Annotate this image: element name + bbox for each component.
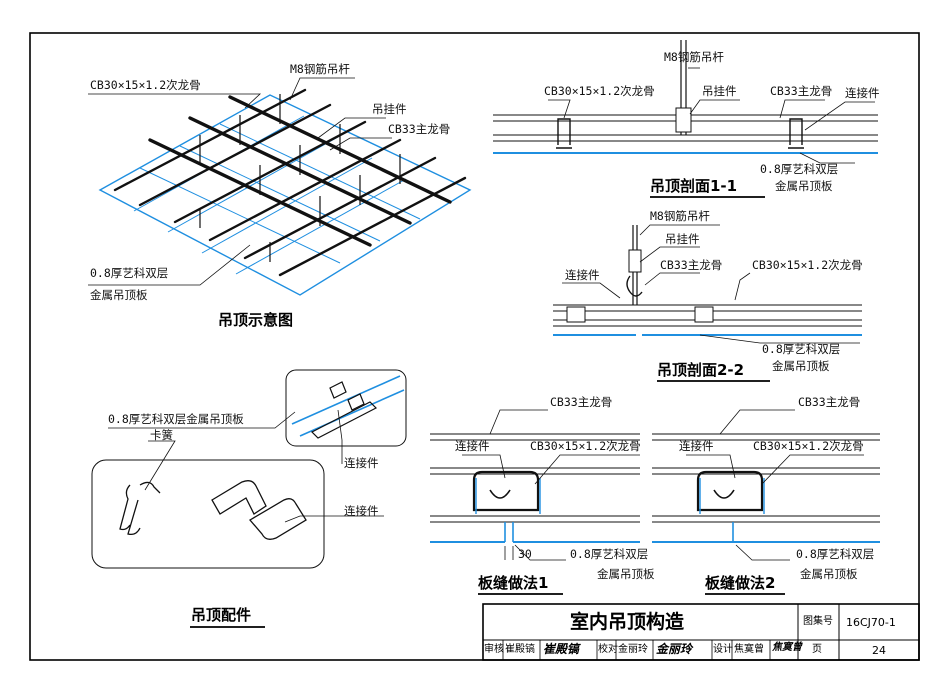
tb-check-label: 校对 <box>598 644 618 655</box>
connector-drawing-b <box>249 498 307 540</box>
s2-connector-label: 连接件 <box>565 268 600 282</box>
tb-design-signature: 焦寞曾 <box>772 642 802 653</box>
iso-hanger-rod-label: M8钢筋吊杆 <box>290 62 350 76</box>
s2-panel-label-line1: 0.8厚艺科双层 <box>762 342 841 356</box>
s2-main-keel-label: CB33主龙骨 <box>660 258 723 272</box>
tb-page-label: 页 <box>812 644 822 655</box>
accessories-section <box>91 369 407 628</box>
s1-hanger-rod-label: M8钢筋吊杆 <box>664 50 724 64</box>
secondary-keels <box>113 88 467 277</box>
s2-hanger-label: 吊挂件 <box>665 232 700 246</box>
s2-secondary-keel-label: CB30×15×1.2次龙骨 <box>752 258 863 272</box>
j1-title: 板缝做法1 <box>478 574 549 592</box>
tb-design-label: 设计 <box>713 644 733 655</box>
acc-panel-label: 0.8厚艺科双层金属吊顶板 <box>108 412 244 426</box>
tb-drawing-title: 室内吊顶构造 <box>570 611 685 633</box>
j2-secondary-keel-label: CB30×15×1.2次龙骨 <box>753 439 864 453</box>
s1-panel-label-line1: 0.8厚艺科双层 <box>760 162 839 176</box>
leader-lines-iso <box>88 77 392 286</box>
s1-main-keel-label: CB33主龙骨 <box>770 84 833 98</box>
ceiling-panel-outline <box>98 94 472 296</box>
j1-connector-label: 连接件 <box>455 439 490 453</box>
s2-hanger-rod-label: M8钢筋吊杆 <box>650 209 710 223</box>
s2-title: 吊顶剖面2-2 <box>657 361 745 379</box>
joint-detail-2 <box>652 409 880 595</box>
j1-panel-label-line1: 0.8厚艺科双层 <box>570 547 649 561</box>
acc-spring-clip-label: 卡簧 <box>150 428 173 442</box>
connector-drawing-a <box>211 480 267 515</box>
isometric-ceiling-sketch <box>88 77 472 296</box>
iso-panel-label-line1: 0.8厚艺科双层 <box>90 266 169 280</box>
j2-panel-label-line1: 0.8厚艺科双层 <box>796 547 875 561</box>
tb-check-name: 金丽玲 <box>618 644 648 655</box>
iso-hanger-label: 吊挂件 <box>372 102 407 116</box>
j1-secondary-keel-label: CB30×15×1.2次龙骨 <box>530 439 641 453</box>
tb-atlas-no: 16CJ70-1 <box>846 616 896 629</box>
s1-hanger-label: 吊挂件 <box>702 84 737 98</box>
tb-design-name: 焦寞曾 <box>734 644 764 655</box>
s1-secondary-keel-label: CB30×15×1.2次龙骨 <box>544 84 655 98</box>
sheet-frame <box>29 32 920 661</box>
j2-panel-label-line2: 金属吊顶板 <box>800 567 858 581</box>
j1-main-keel-label: CB33主龙骨 <box>550 395 613 409</box>
j2-title: 板缝做法2 <box>705 574 776 592</box>
s1-title: 吊顶剖面1-1 <box>650 177 738 195</box>
section-2-2 <box>553 224 862 382</box>
hanger-rods <box>199 94 401 262</box>
accessories-detail-bubble <box>285 369 407 447</box>
acc-title: 吊顶配件 <box>191 606 252 624</box>
joint-detail-1 <box>430 409 640 595</box>
tb-review-name: 崔殿镐 <box>505 644 535 655</box>
j1-panel-label-line2: 金属吊顶板 <box>597 567 655 581</box>
title-block <box>482 603 920 661</box>
acc-connector-label-b: 连接件 <box>344 504 379 518</box>
section-1-1 <box>493 40 878 198</box>
iso-secondary-keel-label: CB30×15×1.2次龙骨 <box>90 78 201 92</box>
j2-connector-label: 连接件 <box>679 439 714 453</box>
s2-panel-label-line2: 金属吊顶板 <box>772 359 830 373</box>
tb-review-label: 审核 <box>484 644 504 655</box>
panel-joints <box>133 115 421 275</box>
iso-main-keel-label: CB33主龙骨 <box>388 122 451 136</box>
s1-panel-label-line2: 金属吊顶板 <box>775 179 833 193</box>
tb-check-signature: 金丽玲 <box>656 642 693 656</box>
s1-connector-label: 连接件 <box>845 86 880 100</box>
j1-dim-label: 30 <box>518 547 532 561</box>
tb-review-signature: 崔殿镐 <box>543 642 580 656</box>
iso-title: 吊顶示意图 <box>218 311 294 329</box>
tb-atlas-label: 图集号 <box>803 616 833 627</box>
spring-clip-drawing <box>119 484 141 536</box>
tb-page-no: 24 <box>872 644 886 657</box>
acc-connector-label-a: 连接件 <box>344 456 379 470</box>
accessories-parts-box <box>91 459 325 569</box>
j2-main-keel-label: CB33主龙骨 <box>798 395 861 409</box>
iso-panel-label-line2: 金属吊顶板 <box>90 288 148 302</box>
